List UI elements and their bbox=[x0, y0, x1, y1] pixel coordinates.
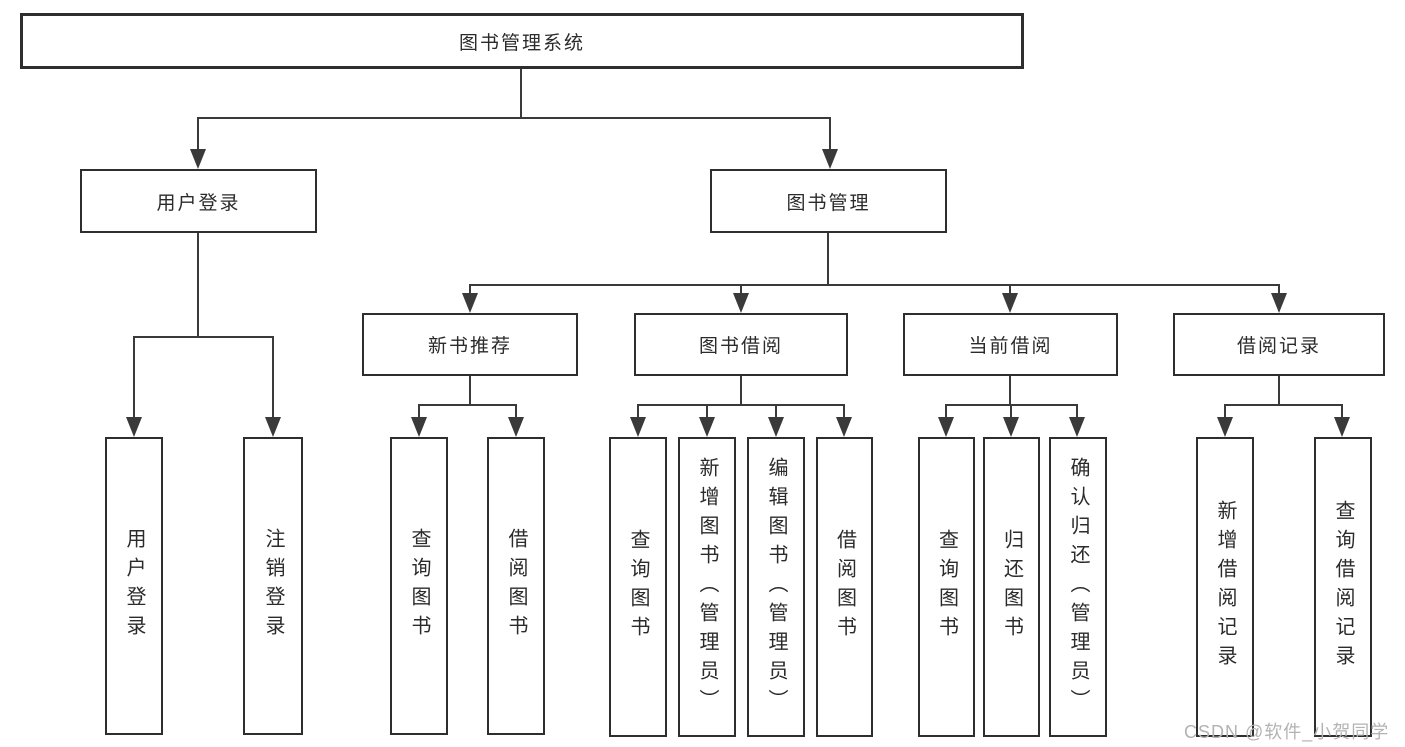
connector-drop-cb-query bbox=[945, 404, 947, 418]
node-user-login-label: 用户登录 bbox=[156, 192, 241, 214]
leaf-br-query-record-label: 查询借阅记录 bbox=[1332, 500, 1354, 674]
leaf-bb-query-books-label: 查询图书 bbox=[627, 529, 649, 645]
leaf-bb-edit-books-admin: 编辑图书（管理员） bbox=[747, 437, 805, 737]
arrowhead-down-icon bbox=[733, 293, 749, 313]
connector-user-login-stem bbox=[197, 233, 199, 337]
leaf-bb-borrow-books: 借阅图书 bbox=[816, 437, 873, 737]
leaf-logout-login: 注销登录 bbox=[243, 437, 303, 735]
leaf-cb-confirm-return-admin: 确认归还（管理员） bbox=[1049, 437, 1107, 737]
leaf-br-add-record: 新增借阅记录 bbox=[1196, 437, 1254, 737]
connector-new-book-stem bbox=[469, 376, 471, 405]
arrowhead-down-icon bbox=[938, 417, 954, 437]
connector-drop-bb-edit bbox=[775, 404, 777, 418]
connector-drop-br-add bbox=[1224, 404, 1226, 418]
node-new-book-recommend: 新书推荐 bbox=[362, 313, 578, 376]
connector-book-management-crossbar bbox=[469, 284, 1280, 286]
node-book-borrow-label: 图书借阅 bbox=[698, 336, 783, 357]
leaf-cb-return-books-label: 归还图书 bbox=[1000, 529, 1023, 645]
leaf-nb-query-books: 查询图书 bbox=[390, 437, 448, 735]
connector-new-book-crossbar bbox=[418, 404, 517, 406]
arrowhead-down-icon bbox=[1271, 293, 1287, 313]
arrowhead-down-icon bbox=[462, 293, 478, 313]
arrowhead-down-icon bbox=[768, 417, 784, 437]
leaf-cb-return-books: 归还图书 bbox=[983, 437, 1040, 737]
connector-drop-nb-borrow bbox=[515, 404, 517, 418]
node-book-management-label: 图书管理 bbox=[786, 192, 871, 214]
connector-drop-leaf-logout bbox=[272, 336, 274, 419]
connector-drop-current-borrow bbox=[1009, 284, 1011, 295]
connector-drop-bb-query bbox=[637, 404, 639, 418]
arrowhead-down-icon bbox=[822, 149, 838, 169]
leaf-bb-add-books-admin-label: 新增图书（管理员） bbox=[696, 456, 718, 718]
node-current-borrow: 当前借阅 bbox=[903, 313, 1118, 376]
node-library-system-label: 图书管理系统 bbox=[458, 32, 585, 54]
connector-drop-leaf-login bbox=[133, 336, 135, 419]
leaf-cb-query-books: 查询图书 bbox=[918, 437, 975, 737]
leaf-br-query-record: 查询借阅记录 bbox=[1314, 437, 1372, 737]
leaf-bb-add-books-admin: 新增图书（管理员） bbox=[678, 437, 736, 737]
arrowhead-down-icon bbox=[190, 149, 206, 169]
arrowhead-down-icon bbox=[411, 417, 427, 437]
arrowhead-down-icon bbox=[630, 417, 646, 437]
arrowhead-down-icon bbox=[1002, 293, 1018, 313]
watermark: CSDN @软件_小贺同学 bbox=[1184, 722, 1390, 742]
arrowhead-down-icon bbox=[1217, 417, 1233, 437]
connector-drop-bb-borrow bbox=[843, 404, 845, 418]
node-book-borrow: 图书借阅 bbox=[634, 313, 848, 376]
node-current-borrow-label: 当前借阅 bbox=[968, 336, 1053, 357]
leaf-nb-borrow-books-label: 借阅图书 bbox=[505, 528, 527, 644]
leaf-logout-login-label: 注销登录 bbox=[262, 528, 284, 644]
leaf-nb-borrow-books: 借阅图书 bbox=[487, 437, 545, 735]
connector-drop-cb-confirm bbox=[1076, 404, 1078, 418]
connector-borrow-records-stem bbox=[1278, 376, 1280, 405]
leaf-cb-query-books-label: 查询图书 bbox=[935, 529, 958, 645]
leaf-user-login: 用户登录 bbox=[105, 437, 163, 735]
connector-drop-user-login bbox=[197, 117, 199, 151]
connector-drop-book-management bbox=[829, 117, 831, 151]
leaf-bb-borrow-books-label: 借阅图书 bbox=[833, 529, 856, 645]
arrowhead-down-icon bbox=[508, 417, 524, 437]
node-borrow-records-label: 借阅记录 bbox=[1236, 336, 1321, 357]
connector-drop-book-borrow bbox=[740, 284, 742, 295]
arrowhead-down-icon bbox=[1334, 417, 1350, 437]
connector-drop-bb-add bbox=[706, 404, 708, 418]
arrowhead-down-icon bbox=[699, 417, 715, 437]
node-library-system: 图书管理系统 bbox=[20, 13, 1024, 69]
connector-book-borrow-stem bbox=[740, 376, 742, 405]
leaf-bb-query-books: 查询图书 bbox=[609, 437, 667, 737]
leaf-nb-query-books-label: 查询图书 bbox=[408, 528, 430, 644]
connector-drop-new-book-recommend bbox=[469, 284, 471, 295]
connector-book-management-stem bbox=[827, 233, 829, 285]
connector-borrow-records-crossbar bbox=[1224, 404, 1343, 406]
connector-book-borrow-crossbar bbox=[637, 404, 845, 406]
arrowhead-down-icon bbox=[1003, 417, 1019, 437]
connector-drop-cb-return bbox=[1010, 404, 1012, 418]
arrowhead-down-icon bbox=[265, 417, 281, 437]
leaf-cb-confirm-return-admin-label: 确认归还（管理员） bbox=[1067, 456, 1089, 718]
arrowhead-down-icon bbox=[1069, 417, 1085, 437]
node-user-login: 用户登录 bbox=[80, 169, 317, 233]
arrowhead-down-icon bbox=[126, 417, 142, 437]
connector-drop-borrow-records bbox=[1278, 284, 1280, 295]
arrowhead-down-icon bbox=[836, 417, 852, 437]
leaf-br-add-record-label: 新增借阅记录 bbox=[1214, 500, 1236, 674]
node-borrow-records: 借阅记录 bbox=[1173, 313, 1385, 376]
connector-root-crossbar bbox=[197, 117, 831, 119]
leaf-user-login-label: 用户登录 bbox=[123, 528, 145, 644]
node-new-book-recommend-label: 新书推荐 bbox=[427, 336, 512, 357]
connector-current-borrow-stem bbox=[1009, 376, 1011, 405]
connector-drop-nb-query bbox=[418, 404, 420, 418]
connector-root-stem bbox=[520, 69, 522, 118]
leaf-bb-edit-books-admin-label: 编辑图书（管理员） bbox=[765, 456, 787, 718]
node-book-management: 图书管理 bbox=[710, 169, 947, 233]
connector-drop-br-query bbox=[1341, 404, 1343, 418]
connector-user-login-crossbar bbox=[133, 336, 274, 338]
